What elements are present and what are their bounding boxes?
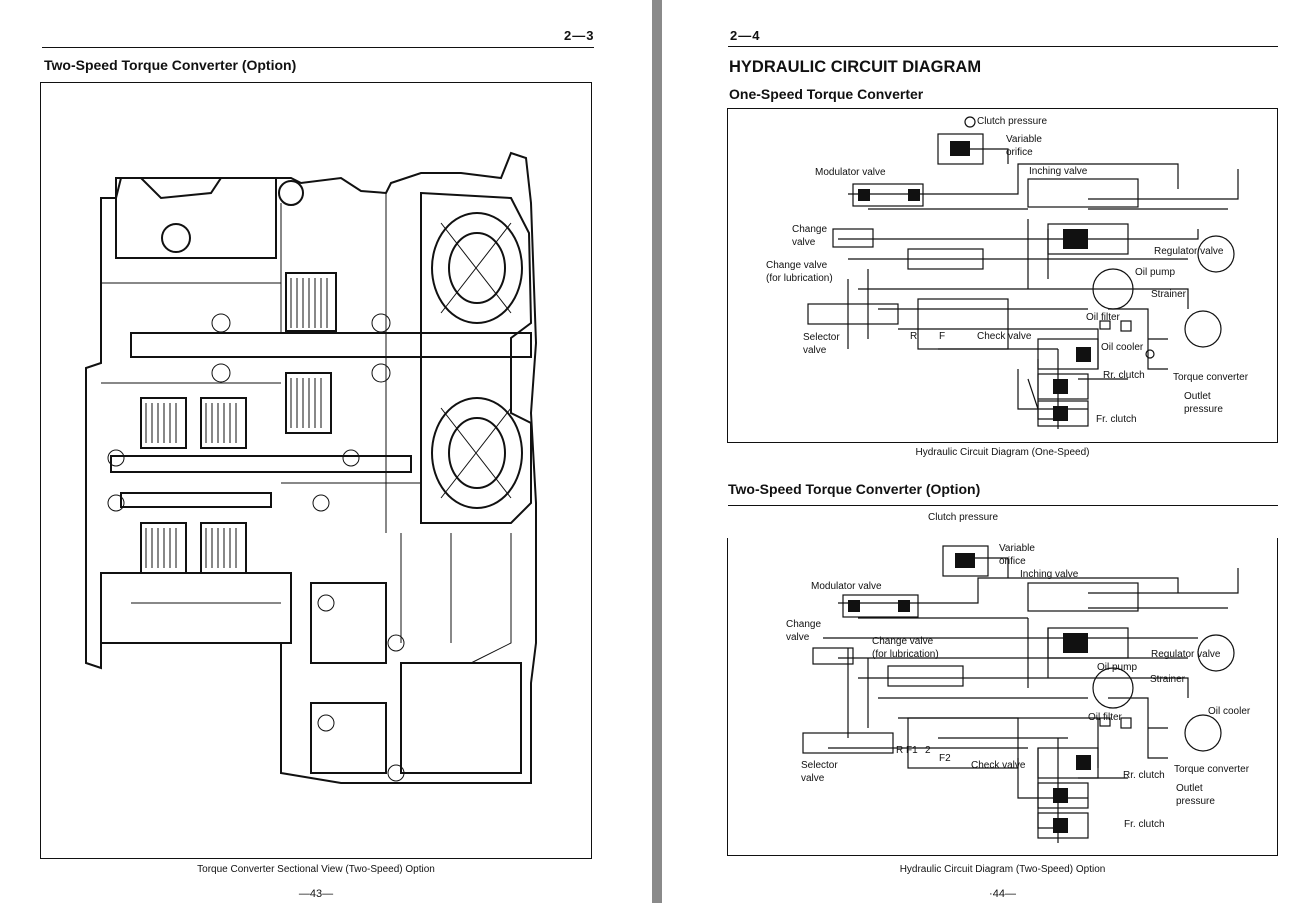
label-torque-converter: Torque converter (1174, 764, 1250, 775)
label-regulator-valve: Regulator valve (1151, 649, 1221, 660)
label-oil-pump: Oil pump (1097, 662, 1138, 673)
one-speed-circuit-figure: Clutch pressure Variable orifice Modulat… (727, 108, 1278, 443)
right-page: 2—4 HYDRAULIC CIRCUIT DIAGRAM One-Speed … (662, 0, 1299, 903)
label-clutch-pressure: Clutch pressure (977, 116, 1048, 127)
label-strainer: Strainer (1151, 289, 1187, 300)
label-rr-clutch: Rr. clutch (1123, 770, 1165, 781)
diagram2-rule (728, 505, 1278, 506)
label-orifice: orifice (999, 556, 1026, 567)
label-oil-pump: Oil pump (1135, 267, 1176, 278)
label-orifice: orifice (1006, 147, 1033, 158)
header-rule (728, 46, 1278, 47)
label-modulator-valve: Modulator valve (815, 167, 886, 178)
label-fr-clutch: Fr. clutch (1124, 819, 1165, 830)
page-folio: —43— (298, 888, 334, 900)
label-selector-valve: valve (801, 773, 825, 784)
label-outlet: Outlet (1176, 783, 1203, 794)
figure-caption: Torque Converter Sectional View (Two-Spe… (197, 864, 435, 875)
two-speed-circuit-figure: Clutch pressure Variable orifice Inching… (727, 512, 1278, 856)
label-outlet: Outlet (1184, 391, 1211, 402)
one-speed-circuit-drawing (807, 116, 1239, 429)
label-clutch-pressure: Clutch pressure (928, 512, 999, 523)
label-inching-valve: Inching valve (1020, 569, 1079, 580)
label-inching-valve: Inching valve (1029, 166, 1088, 177)
header-rule (42, 47, 594, 48)
diagram1-caption: Hydraulic Circuit Diagram (One-Speed) (915, 447, 1090, 458)
diagram2-title: Two-Speed Torque Converter (Option) (728, 481, 981, 497)
page-number: 2—3 (564, 28, 595, 43)
label-oil-filter: Oil filter (1086, 312, 1120, 323)
two-speed-circuit-drawing (802, 545, 1239, 843)
section-title: Two-Speed Torque Converter (Option) (44, 57, 297, 73)
label-change-valve: valve (786, 632, 810, 643)
label-selector: Selector (803, 332, 840, 343)
label-oil-filter: Oil filter (1088, 712, 1122, 723)
label-change-valve: valve (792, 237, 816, 248)
label-change: Change (786, 619, 822, 630)
label-regulator-valve: Regulator valve (1154, 246, 1224, 257)
label-r-f1: R F1 (896, 745, 918, 756)
label-rr-clutch: Rr. clutch (1103, 370, 1145, 381)
label-torque-converter: Torque converter (1173, 372, 1249, 383)
left-page: 2—3 Two-Speed Torque Converter (Option) (40, 28, 595, 900)
label-outlet-pressure: pressure (1176, 796, 1215, 807)
diagram1-title: One-Speed Torque Converter (729, 86, 924, 102)
page-gutter (652, 0, 662, 903)
label-selector-valve: valve (803, 345, 827, 356)
diagram2-caption: Hydraulic Circuit Diagram (Two-Speed) Op… (899, 864, 1106, 875)
label-outlet-pressure: pressure (1184, 404, 1223, 415)
label-for-lubrication: (for lubrication) (872, 649, 939, 660)
label-modulator-valve: Modulator valve (811, 581, 882, 592)
label-change-valve-lub: Change valve (872, 636, 934, 647)
label-variable: Variable (999, 543, 1035, 554)
label-f2: F2 (939, 753, 951, 764)
label-oil-cooler: Oil cooler (1208, 706, 1251, 717)
label-change-valve-lub: Change valve (766, 260, 828, 271)
page-number: 2—4 (730, 28, 761, 43)
label-f: F (939, 331, 946, 342)
main-title: HYDRAULIC CIRCUIT DIAGRAM (729, 58, 982, 76)
label-for-lubrication: (for lubrication) (766, 273, 833, 284)
label-two: 2 (925, 745, 931, 756)
label-r: R (910, 331, 918, 342)
label-fr-clutch: Fr. clutch (1096, 414, 1137, 425)
label-oil-cooler: Oil cooler (1101, 342, 1144, 353)
label-strainer: Strainer (1150, 674, 1186, 685)
label-check-valve: Check valve (977, 331, 1032, 342)
label-selector: Selector (801, 760, 838, 771)
label-check-valve: Check valve (971, 760, 1026, 771)
label-change: Change (792, 224, 828, 235)
torque-converter-sectional-drawing (85, 151, 538, 784)
label-variable: Variable (1006, 134, 1042, 145)
page-folio: ·44— (989, 888, 1016, 900)
sectional-view-figure (40, 82, 592, 859)
